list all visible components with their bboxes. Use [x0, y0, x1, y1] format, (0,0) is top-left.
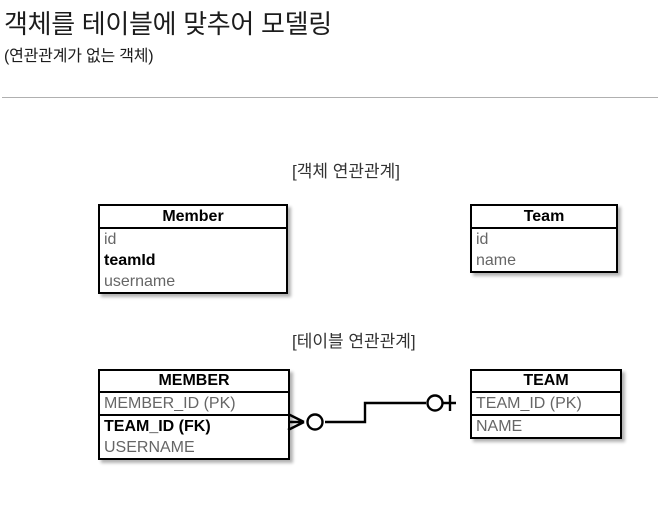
field-row: name [476, 252, 517, 269]
crowsfoot-many-icon [287, 412, 305, 432]
table-relationship-caption: [테이블 연관관계] [292, 332, 416, 351]
page-subtitle: (연관관계가 없는 객체) [4, 48, 154, 65]
cardinality-one-tick-icon [443, 395, 456, 411]
field-row: username [104, 273, 176, 290]
relationship-connector [287, 394, 456, 432]
header-divider [2, 97, 658, 98]
entity-box-member-table: MEMBER MEMBER_ID (PK) TEAM_ID (FK) USERN… [98, 369, 290, 460]
field-row: id [476, 231, 489, 248]
field-row: teamId [104, 252, 156, 269]
field-row: NAME [476, 418, 523, 435]
entity-title-member-object: Member [100, 206, 286, 229]
entity-title-team-table: TEAM [472, 371, 620, 393]
entity-box-team-table: TEAM TEAM_ID (PK) NAME [470, 369, 622, 439]
field-row: id [104, 231, 117, 248]
field-row: TEAM_ID (FK) [104, 418, 211, 435]
entity-fields-team-table: NAME [472, 416, 620, 437]
page-title: 객체를 테이블에 맞추어 모델링 [4, 9, 332, 39]
entity-keys-member-table: MEMBER_ID (PK) [100, 393, 288, 416]
entity-title-team-object: Team [472, 206, 616, 229]
entity-box-team-object: Team id name [470, 204, 618, 273]
field-row: USERNAME [104, 439, 195, 456]
entity-box-member-object: Member id teamId username [98, 204, 288, 294]
relationship-line [325, 401, 426, 424]
entity-fields-member-object: id teamId username [100, 229, 286, 292]
entity-title-member-table: MEMBER [100, 371, 288, 393]
field-row: TEAM_ID (PK) [476, 395, 582, 412]
field-row: MEMBER_ID (PK) [104, 395, 236, 412]
object-relationship-caption: [객체 연관관계] [292, 162, 401, 181]
cardinality-zero-circle-icon [426, 394, 444, 412]
cardinality-zero-circle-icon [306, 413, 324, 431]
entity-keys-team-table: TEAM_ID (PK) [472, 393, 620, 416]
entity-fields-team-object: id name [472, 229, 616, 271]
entity-fields-member-table: TEAM_ID (FK) USERNAME [100, 416, 288, 458]
